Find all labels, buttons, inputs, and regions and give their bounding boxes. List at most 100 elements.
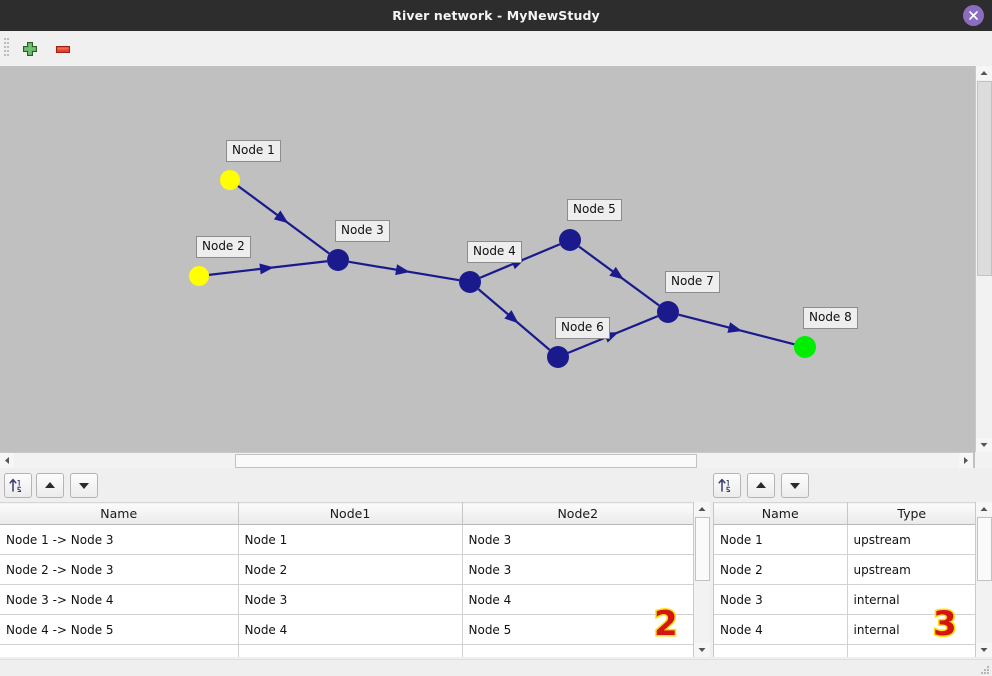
table-cell[interactable]: Node 3 — [462, 524, 693, 555]
table-cell[interactable]: Node 1 — [714, 524, 848, 555]
remove-node-icon[interactable] — [51, 37, 75, 61]
links-table-scrollbar[interactable] — [693, 502, 710, 657]
nodes-sort-button[interactable] — [713, 473, 741, 498]
table-row-empty — [714, 644, 975, 657]
canvas-vertical-scrollbar[interactable] — [975, 66, 992, 452]
table-cell[interactable]: Node 3 -> Node 4 — [0, 584, 239, 615]
links-scroll-thumb[interactable] — [695, 517, 710, 581]
table-cell[interactable]: upstream — [847, 554, 975, 585]
node-label-node7[interactable]: Node 7 — [665, 271, 720, 293]
table-cell[interactable]: Node 5 — [462, 614, 693, 645]
link-arrow-icon — [395, 264, 410, 276]
links-scroll-up-arrow[interactable] — [694, 502, 710, 516]
canvas-v-scroll-thumb[interactable] — [977, 81, 992, 276]
column-header-node1[interactable]: Node1 — [238, 502, 463, 525]
node-label-node3[interactable]: Node 3 — [335, 220, 390, 242]
table-cell[interactable]: internal — [847, 584, 975, 615]
nodes-scroll-thumb[interactable] — [977, 517, 992, 581]
links-sort-button[interactable] — [4, 473, 32, 498]
node-label-node1[interactable]: Node 1 — [226, 140, 281, 162]
column-header-name[interactable]: Name — [0, 502, 239, 525]
links-move-up-button[interactable] — [36, 473, 64, 498]
close-icon[interactable] — [963, 5, 984, 26]
add-node-icon[interactable] — [18, 37, 42, 61]
nodes-scroll-up-arrow[interactable] — [976, 502, 992, 516]
table-cell[interactable]: Node 3 — [238, 584, 463, 615]
nodes-table-scrollbar[interactable] — [975, 502, 992, 657]
nodes-move-down-button[interactable] — [781, 473, 809, 498]
table-cell-empty — [847, 644, 975, 657]
table-cell[interactable]: Node 4 — [714, 614, 848, 645]
nodes-pane-toolbar — [710, 470, 992, 502]
link-arrow-icon — [727, 322, 743, 333]
node-label-node2[interactable]: Node 2 — [196, 236, 251, 258]
table-cell[interactable]: Node 2 — [714, 554, 848, 585]
link-arrow-icon — [273, 210, 289, 224]
table-cell-empty — [714, 644, 848, 657]
table-cell[interactable]: Node 2 -> Node 3 — [0, 554, 239, 585]
table-cell[interactable]: Node 4 — [462, 584, 693, 615]
table-cell[interactable]: Node 4 -> Node 5 — [0, 614, 239, 645]
network-node-node7[interactable] — [657, 301, 679, 323]
canvas-h-scroll-thumb[interactable] — [235, 454, 697, 468]
links-scroll-down-arrow[interactable] — [694, 643, 710, 657]
node-label-node6[interactable]: Node 6 — [555, 317, 610, 339]
canvas-horizontal-scrollbar[interactable] — [0, 452, 973, 468]
nodes-move-up-button[interactable] — [747, 473, 775, 498]
scroll-down-arrow[interactable] — [976, 438, 992, 452]
table-cell[interactable]: Node 3 — [462, 554, 693, 585]
network-node-node8[interactable] — [794, 336, 816, 358]
table-cell-empty — [238, 644, 463, 657]
table-cell[interactable]: Node 1 — [238, 524, 463, 555]
table-cell[interactable]: upstream — [847, 524, 975, 555]
table-cell[interactable]: Node 2 — [238, 554, 463, 585]
column-header-type[interactable]: Type — [847, 502, 975, 525]
main-toolbar — [0, 31, 992, 67]
network-diagram-panel: Node 1 Node 2 Node 3 Node 4 Node 5 Node 6 Node… — [0, 66, 992, 469]
node-label-node8[interactable]: Node 8 — [803, 307, 858, 329]
scroll-up-arrow[interactable] — [976, 66, 992, 80]
network-canvas[interactable]: Node 1 Node 2 Node 3 Node 4 Node 5 Node 6 Node… — [0, 66, 973, 452]
column-header-node2[interactable]: Node2 — [462, 502, 693, 525]
table-cell[interactable]: Node 3 — [714, 584, 848, 615]
links-move-down-button[interactable] — [70, 473, 98, 498]
scroll-right-arrow[interactable] — [959, 453, 973, 468]
table-row-empty — [0, 644, 693, 657]
table-cell-empty — [0, 644, 239, 657]
title-bar: River network - MyNewStudy — [0, 0, 992, 32]
table-cell[interactable]: Node 1 -> Node 3 — [0, 524, 239, 555]
network-node-node1[interactable] — [220, 170, 240, 190]
status-bar — [0, 659, 992, 676]
link-arrow-icon — [504, 310, 519, 324]
network-node-node2[interactable] — [189, 266, 209, 286]
table-cell[interactable]: internal — [847, 614, 975, 645]
resize-grip[interactable] — [981, 666, 989, 674]
table-cell[interactable]: Node 4 — [238, 614, 463, 645]
network-node-node4[interactable] — [459, 271, 481, 293]
scroll-left-arrow[interactable] — [0, 453, 14, 468]
network-node-node3[interactable] — [327, 249, 349, 271]
nodes-scroll-down-arrow[interactable] — [976, 643, 992, 657]
links-pane-toolbar — [0, 470, 710, 502]
column-header-name[interactable]: Name — [714, 502, 848, 525]
node-label-node5[interactable]: Node 5 — [567, 199, 622, 221]
node-label-node4[interactable]: Node 4 — [467, 241, 522, 263]
network-node-node5[interactable] — [559, 229, 581, 251]
network-node-node6[interactable] — [547, 346, 569, 368]
toolbar-grip[interactable] — [4, 38, 9, 58]
